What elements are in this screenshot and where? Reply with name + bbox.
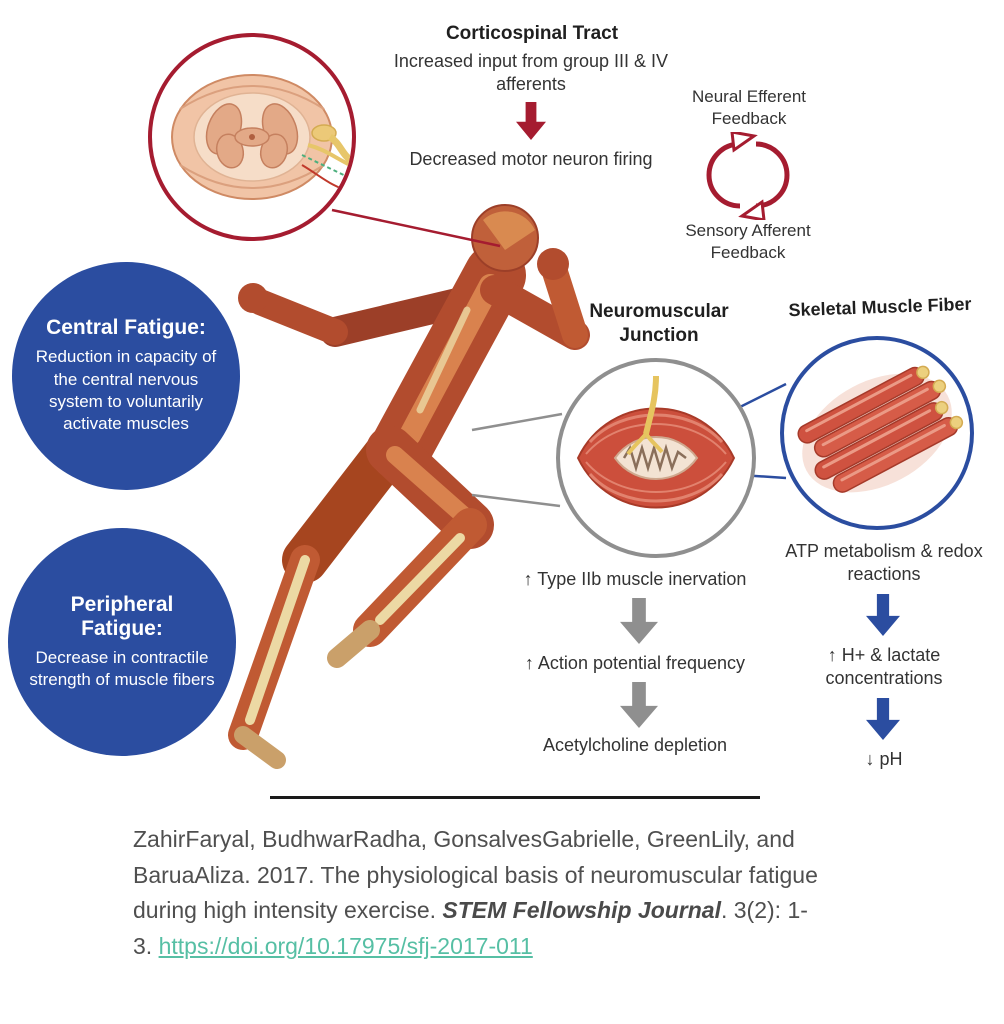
citation-doi-link[interactable]: https://doi.org/10.17975/sfj-2017-011 [158, 932, 533, 959]
spinal-cord-illustration [171, 74, 352, 200]
blue-down-arrow-icon-1 [866, 594, 900, 636]
skeletal-fiber-circle [780, 336, 974, 530]
muscle-fiber-illustration [797, 365, 964, 493]
fiber-step-1: ATP metabolism & redox reactions [785, 541, 983, 585]
feedback-afferent-label: Sensory Afferent Feedback [685, 221, 811, 263]
peripheral-fatigue-circle: Peripheral Fatigue: Decrease in contract… [8, 528, 236, 756]
gray-down-arrow-icon-1 [620, 598, 658, 644]
divider-line [270, 796, 760, 799]
junction-step-2: ↑ Action potential frequency [524, 653, 746, 673]
corticospinal-down-arrow-icon [516, 102, 546, 140]
fiber-step-2: ↑ H+ & lactate concentrations [825, 645, 943, 689]
corticospinal-title: Corticospinal Tract [445, 23, 619, 44]
junction-step-1: ↑ Type IIb muscle inervation [523, 569, 747, 589]
junction-step-3: Acetylcholine depletion [542, 735, 728, 755]
fiber-step-3: ↓ pH [865, 749, 903, 769]
central-fatigue-body: Reduction in capacity of the central ner… [35, 347, 217, 434]
spinal-cord-circle [148, 33, 356, 241]
peripheral-fatigue-title: Peripheral Fatigue: [70, 592, 174, 640]
corticospinal-input-text: Increased input from group III & IV affe… [393, 51, 669, 95]
runner-illustration [228, 204, 590, 769]
junction-illustration [576, 375, 736, 509]
citation-issue: . 3(2): 1-3. [133, 897, 808, 959]
feedback-efferent-label: Neural Efferent Feedback [691, 87, 807, 129]
corticospinal-result-text: Decreased motor neuron firing [409, 149, 653, 169]
gray-down-arrow-icon-2 [620, 682, 658, 728]
central-fatigue-circle: Central Fatigue: Reduction in capacity o… [12, 262, 240, 490]
peripheral-fatigue-body: Decrease in contractile strength of musc… [29, 647, 215, 689]
junction-title: Neuromuscular Junction [589, 301, 729, 346]
central-fatigue-title: Central Fatigue: [46, 316, 206, 340]
blue-down-arrow-icon-2 [866, 698, 900, 740]
feedback-cycle-icon [706, 132, 790, 220]
citation-journal: STEM Fellowship Journal [442, 897, 721, 924]
citation-authors: ZahirFaryal, BudhwarRadha, GonsalvesGabr… [133, 826, 818, 924]
junction-circle [556, 358, 756, 558]
citation-text: ZahirFaryal, BudhwarRadha, GonsalvesGabr… [133, 822, 823, 965]
skeletal-fiber-title: Skeletal Muscle Fiber [788, 293, 972, 321]
